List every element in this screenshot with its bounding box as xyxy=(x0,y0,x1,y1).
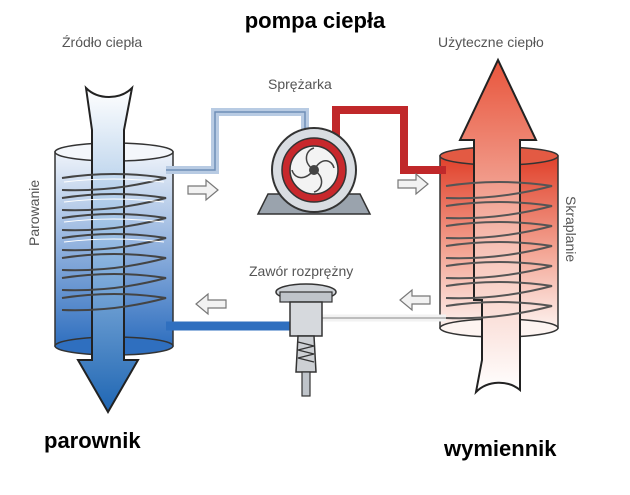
source-heat-label: Źródło ciepła xyxy=(62,34,143,50)
discharge-pipe xyxy=(332,106,446,174)
expansion-valve-label: Zawór rozprężny xyxy=(249,263,354,279)
evaporator-coil xyxy=(61,173,167,312)
arrow-up-icon xyxy=(458,57,538,395)
flow-arrow-icon xyxy=(399,288,431,312)
flow-arrow-icon xyxy=(195,292,227,316)
compressor-label: Sprężarka xyxy=(268,76,332,92)
expansion-valve-icon xyxy=(275,283,337,397)
flow-arrow-icon xyxy=(397,172,429,196)
arrow-down-icon xyxy=(76,85,140,415)
exchanger-label: wymiennik xyxy=(444,436,557,461)
diagram-title: pompa ciepła xyxy=(244,8,386,33)
compressor-icon xyxy=(256,127,372,215)
useful-heat-label: Użyteczne ciepło xyxy=(438,34,544,50)
evaporator-label: parownik xyxy=(44,428,141,453)
flow-arrow-icon xyxy=(187,178,219,202)
condenser-coil xyxy=(445,181,553,320)
